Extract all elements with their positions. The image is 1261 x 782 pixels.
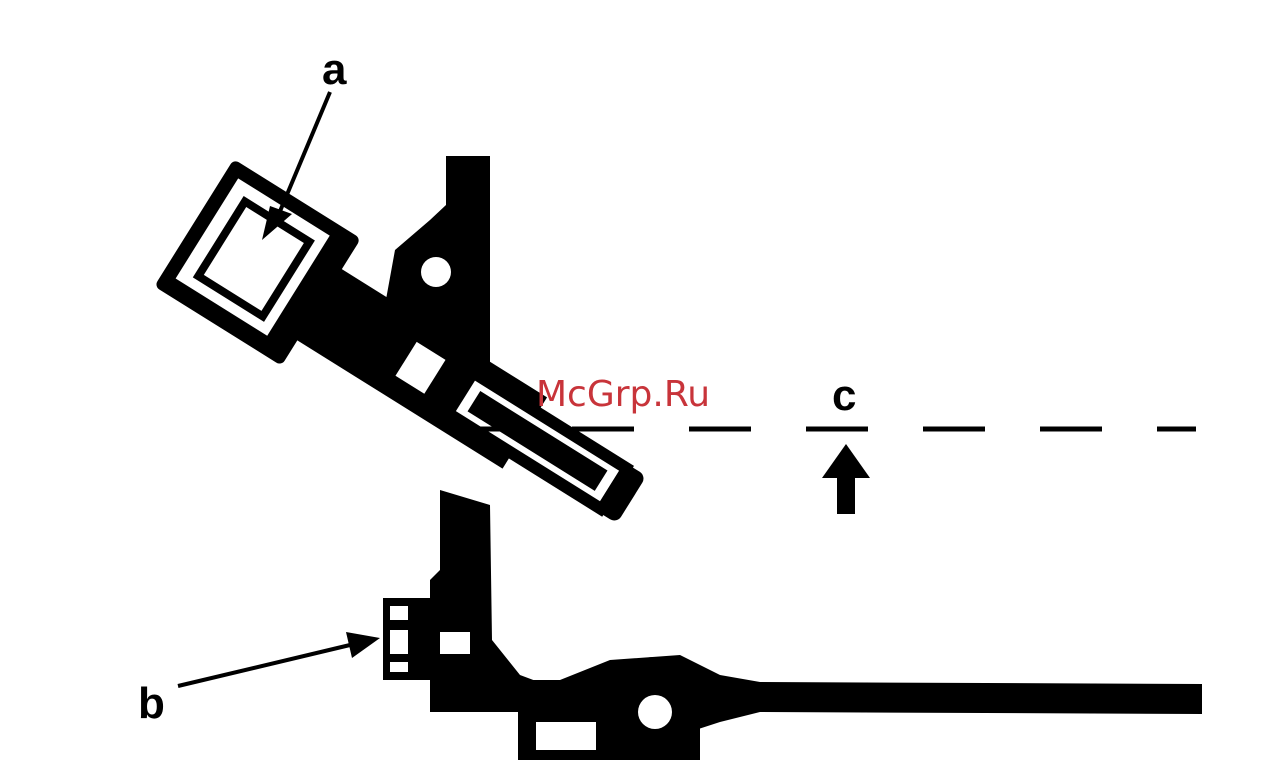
label-a: a xyxy=(322,45,347,94)
adjuster-assembly xyxy=(154,159,673,561)
label-c: c xyxy=(832,371,856,420)
arrow-up-c xyxy=(822,444,870,514)
leader-b xyxy=(178,632,380,686)
tab-cutout xyxy=(536,722,596,750)
watermark: McGrp.Ru xyxy=(536,374,710,415)
lower-pivot-hole xyxy=(638,695,672,729)
upper-pivot-hole xyxy=(421,257,451,287)
label-b: b xyxy=(138,679,165,728)
